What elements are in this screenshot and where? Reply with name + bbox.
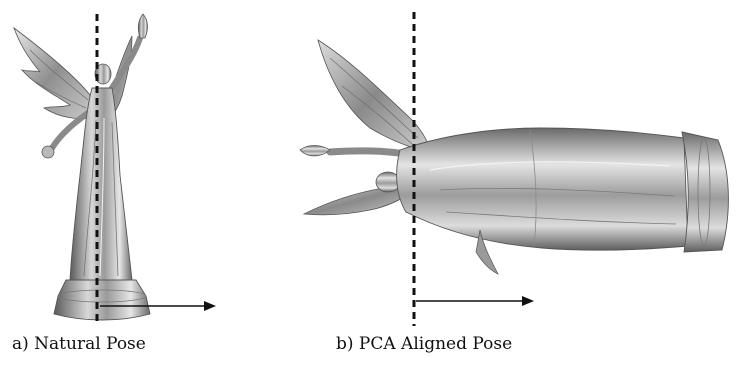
statue-natural-pose-image [0, 0, 270, 330]
arrow-head-icon [204, 301, 216, 311]
statue-pca-aligned-pose-image [270, 0, 742, 330]
arrow-head-icon [522, 296, 534, 306]
caption-pca-aligned-pose: b) PCA Aligned Pose [336, 334, 512, 354]
panel-natural-pose: a) Natural Pose [0, 0, 270, 378]
caption-natural-pose: a) Natural Pose [12, 334, 146, 354]
panel-pca-aligned-pose: b) PCA Aligned Pose [270, 0, 742, 378]
